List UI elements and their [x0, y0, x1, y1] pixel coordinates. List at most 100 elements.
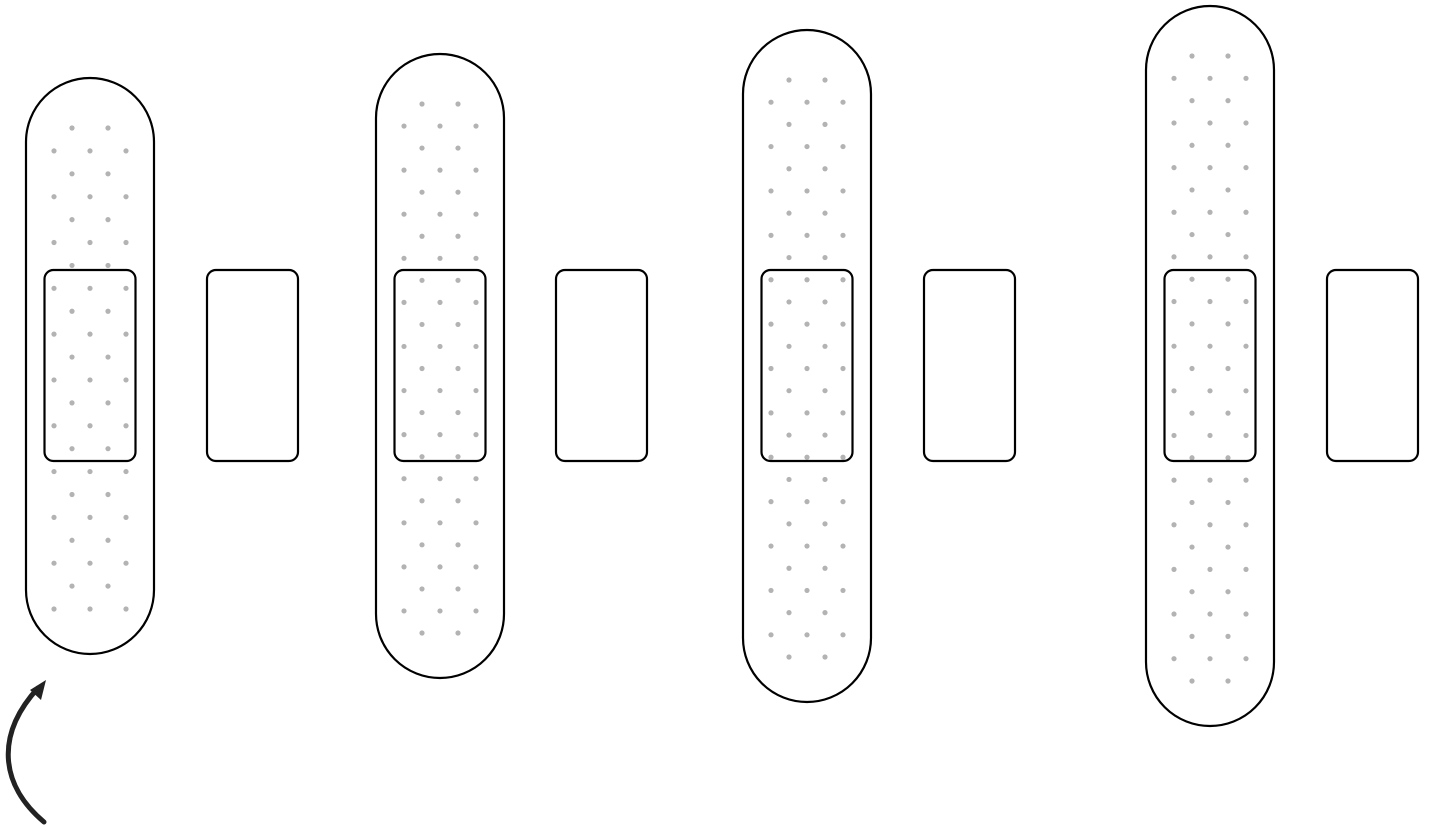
- curved-arrow-icon: [5, 680, 47, 825]
- perforation-dot: [1225, 410, 1231, 416]
- perforation-dot: [473, 255, 479, 261]
- bandage-strip: [24, 76, 156, 656]
- perforation-dot: [401, 123, 407, 129]
- perforation-dot: [419, 233, 425, 239]
- perforation-dot: [1207, 388, 1213, 394]
- perforation-dot: [455, 365, 461, 372]
- perforation-dot: [123, 377, 129, 383]
- perforation-dot: [1171, 656, 1177, 662]
- arrow-head: [30, 680, 46, 700]
- perforation-dot: [1225, 365, 1231, 372]
- perforation-dot: [69, 308, 75, 314]
- perforation-dot: [822, 388, 828, 394]
- perforation-dot: [419, 498, 425, 504]
- perforation-dot: [1207, 209, 1213, 215]
- perforation-dot: [1207, 75, 1213, 81]
- perforation-dot: [105, 491, 111, 498]
- perforation-dot: [1243, 388, 1249, 394]
- perforation-dot: [437, 343, 443, 350]
- perforation-dot: [105, 262, 111, 269]
- perforation-dot: [1171, 522, 1177, 528]
- perforation-dot: [840, 99, 846, 105]
- perforation-dot: [87, 606, 93, 612]
- perforation-dot: [87, 377, 93, 383]
- perforation-dot: [1225, 231, 1231, 238]
- perforation-dot: [840, 232, 846, 238]
- perforation-dot: [87, 285, 93, 291]
- perforation-dot: [840, 321, 846, 327]
- perforation-dot: [437, 211, 443, 217]
- perforation-dot: [768, 543, 774, 549]
- perforation-dot: [768, 188, 774, 194]
- perforation-dot: [123, 560, 129, 566]
- perforation-dot: [437, 123, 443, 129]
- perforation-dot: [87, 514, 93, 520]
- perforation-dot: [1225, 321, 1231, 327]
- perforation-dot: [51, 377, 57, 383]
- perforation-dot: [786, 254, 792, 261]
- perforation-dot: [1189, 410, 1195, 416]
- perforation-dot: [822, 565, 828, 571]
- perforation-dot: [1243, 656, 1249, 662]
- perforation-dot: [786, 343, 792, 349]
- perforation-dot: [804, 232, 810, 238]
- perforation-dot: [69, 217, 75, 223]
- gauze-pad: [760, 268, 854, 463]
- perforation-dot: [473, 608, 479, 614]
- perforation-dot: [822, 254, 828, 261]
- perforation-dot: [1171, 477, 1177, 483]
- perforation-dot: [840, 143, 846, 150]
- perforation-dot: [786, 476, 792, 483]
- gauze-pad: [43, 268, 137, 463]
- perforation-dot: [804, 188, 810, 194]
- perforation-dot: [51, 514, 57, 520]
- perforation-dot: [87, 148, 93, 154]
- perforation-dot: [1243, 120, 1249, 126]
- perforation-dot: [804, 543, 810, 549]
- perforation-dot: [87, 194, 93, 200]
- perforation-dot: [768, 99, 774, 105]
- perforation-dot: [768, 410, 774, 416]
- perforation-dot: [1189, 142, 1195, 148]
- pad-outline-box: [1325, 268, 1420, 463]
- perforation-dot: [455, 321, 461, 328]
- perforation-dot: [822, 299, 828, 305]
- perforation-dot: [87, 331, 93, 337]
- perforation-dot: [1189, 187, 1195, 193]
- perforation-dot: [455, 630, 461, 636]
- perforation-dot: [1189, 231, 1195, 238]
- perforation-dot: [1171, 165, 1177, 171]
- perforation-dot: [768, 232, 774, 238]
- perforation-dot: [1225, 53, 1231, 59]
- perforation-dot: [69, 354, 75, 360]
- perforation-dot: [768, 499, 774, 505]
- perforation-dot: [1207, 656, 1213, 662]
- perforation-dot: [840, 410, 846, 416]
- perforation-dot: [1207, 343, 1213, 349]
- pad-outline-box: [922, 268, 1017, 463]
- perforation-dot: [1225, 455, 1231, 461]
- perforation-dot: [804, 277, 810, 283]
- perforation-dot: [1189, 98, 1195, 104]
- perforation-dot: [804, 143, 810, 150]
- perforation-dot: [840, 365, 846, 372]
- perforation-dot: [87, 560, 93, 566]
- perforation-dot: [768, 632, 774, 638]
- perforation-dot: [455, 409, 461, 416]
- perforation-dot: [1225, 142, 1231, 148]
- perforation-dot: [822, 432, 828, 438]
- perforation-dot: [419, 365, 425, 372]
- perforation-dot: [804, 454, 810, 460]
- perforation-dot: [455, 233, 461, 239]
- perforation-dot: [786, 610, 792, 616]
- perforation-dot: [473, 564, 479, 570]
- perforation-dot: [69, 400, 75, 406]
- perforation-dot: [401, 520, 407, 526]
- perforation-dot: [804, 499, 810, 505]
- perforation-dot: [804, 587, 810, 594]
- perforation-dot: [87, 239, 93, 246]
- perforation-dot: [401, 432, 407, 438]
- perforation-dot: [123, 285, 129, 291]
- perforation-dot: [105, 446, 111, 452]
